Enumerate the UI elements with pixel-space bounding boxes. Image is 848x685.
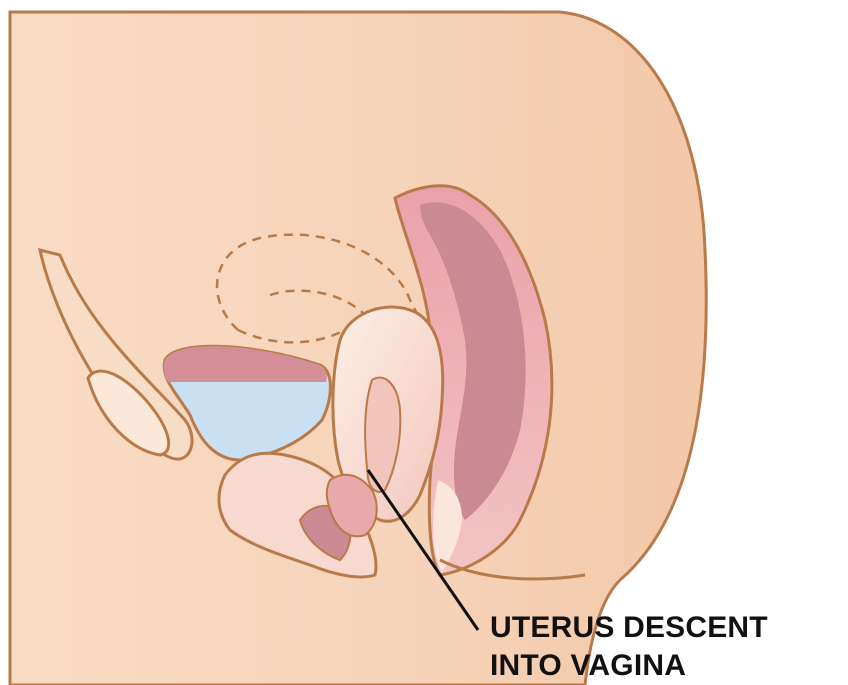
label-into-vagina: INTO VAGINA [490, 649, 686, 682]
label-uterus-descent: UTERUS DESCENT [490, 611, 768, 644]
